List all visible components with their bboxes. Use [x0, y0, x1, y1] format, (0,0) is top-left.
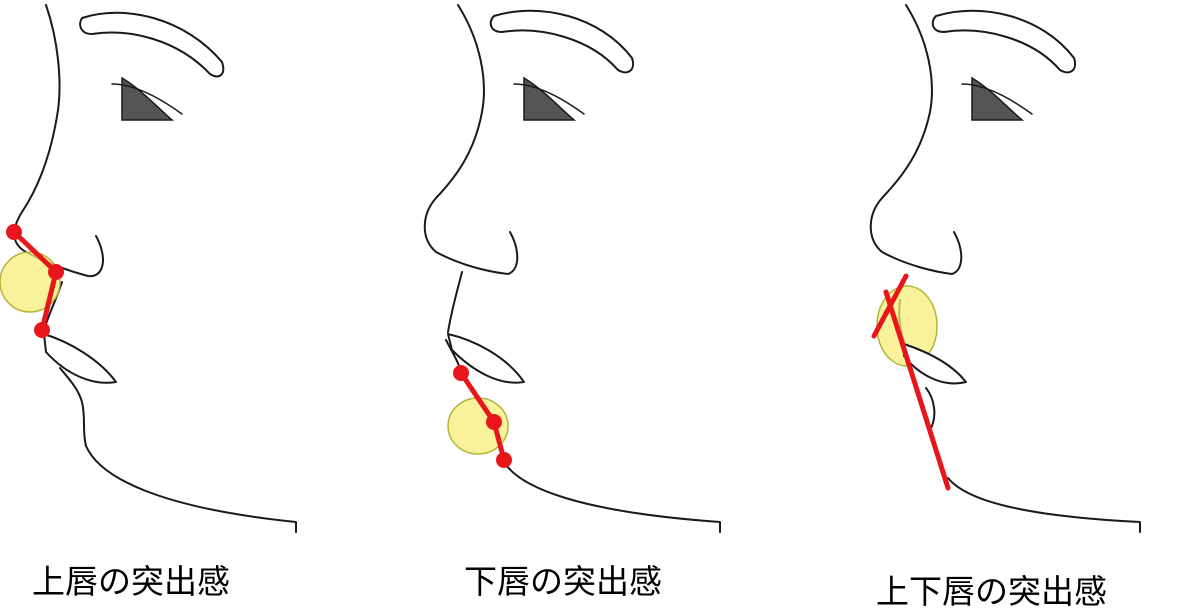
eye [121, 76, 175, 121]
e-line-tick [871, 273, 909, 339]
eyebrow [79, 11, 225, 78]
lip-opening [903, 343, 967, 385]
caption-both-lips: 上下唇の突出感 [876, 572, 1107, 611]
eyebrow [931, 9, 1076, 74]
eyebrow [489, 9, 634, 74]
marker-point-nose-base [6, 224, 22, 240]
lip-opening [43, 333, 117, 384]
face-profile [869, 4, 1141, 533]
eyelid-line [513, 83, 585, 115]
marker-point-stomion [34, 322, 50, 338]
marker-point-lower-lip-top [453, 365, 469, 381]
marker-point-lower-lip [486, 414, 502, 430]
marker-point-chin-fold [496, 452, 512, 468]
caption-upper-lip: 上唇の突出感 [32, 562, 230, 601]
upper-lip-bulge [0, 251, 61, 313]
lip-opening [447, 333, 525, 384]
e-line [883, 289, 951, 491]
panel-upper-lip: 上唇の突出感 [0, 4, 297, 601]
panel-both-lips: 上下唇の突出感 [869, 4, 1141, 611]
eye [523, 76, 577, 121]
marker-point-upper-lip [48, 264, 64, 280]
eyelid-line [111, 83, 183, 115]
eye [971, 76, 1025, 121]
face-profile [423, 4, 721, 533]
panel-lower-lip: 下唇の突出感 [423, 4, 721, 601]
eyelid-line [961, 83, 1033, 115]
caption-lower-lip: 下唇の突出感 [464, 562, 662, 601]
